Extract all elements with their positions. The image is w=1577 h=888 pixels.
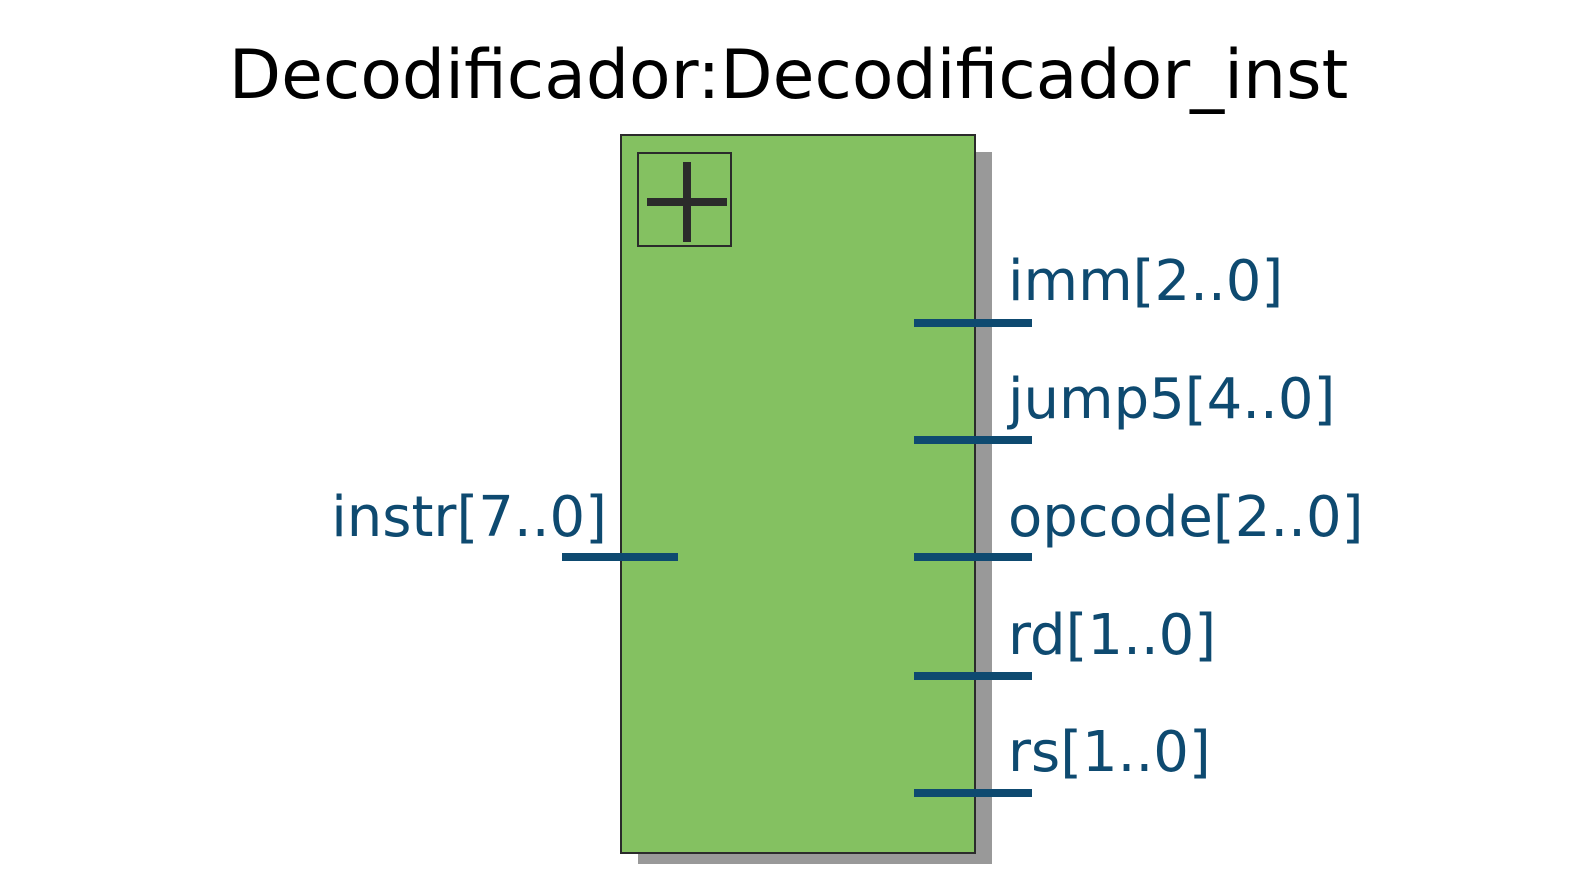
block-title: Decodificador:Decodificador_inst [228, 36, 1349, 115]
output-port-label-rs: rs[1..0] [1008, 720, 1211, 785]
output-port-line-opcode[interactable] [914, 553, 1032, 561]
output-port-line-jump5[interactable] [914, 436, 1032, 444]
plus-icon-vertical-bar [683, 162, 691, 242]
output-port-line-imm[interactable] [914, 319, 1032, 327]
output-port-line-rd[interactable] [914, 672, 1032, 680]
plus-icon[interactable] [637, 152, 732, 247]
output-port-line-rs[interactable] [914, 789, 1032, 797]
input-port-line-instr[interactable] [562, 553, 678, 561]
output-port-label-opcode: opcode[2..0] [1008, 485, 1364, 550]
decoder-block[interactable] [620, 134, 976, 854]
output-port-label-imm: imm[2..0] [1008, 249, 1284, 314]
output-port-label-jump5: jump5[4..0] [1008, 367, 1336, 432]
output-port-label-rd: rd[1..0] [1008, 603, 1217, 668]
input-port-label-instr: instr[7..0] [331, 485, 607, 550]
